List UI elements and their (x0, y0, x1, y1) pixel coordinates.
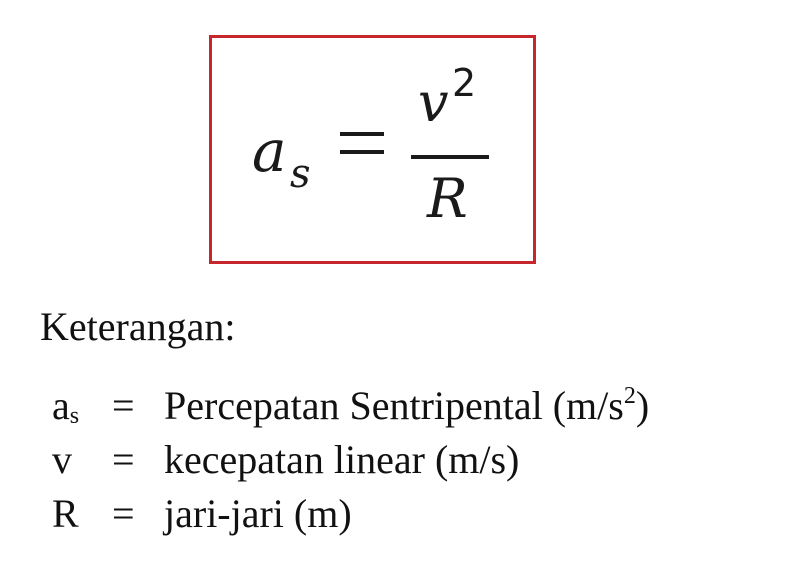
legend-symbol-base: v (52, 437, 72, 482)
legend-description-text: Percepatan Sentripental (m/s (164, 383, 624, 428)
legend-equals: = (112, 437, 135, 482)
legend-description: jari-jari (m) (164, 494, 352, 534)
legend-symbol-base: a (52, 383, 70, 428)
legend-description-superscript: 2 (623, 383, 636, 409)
formula-numerator: v (418, 71, 449, 134)
legend-description: kecepatan linear (m/s) (164, 440, 519, 480)
legend-list: as = Percepatan Sentripental (m/s2) v = … (48, 383, 778, 548)
formula-fraction-bar (411, 155, 489, 159)
legend-symbol: as (52, 383, 80, 429)
legend-symbol: R (52, 494, 79, 534)
formula-denominator: R (427, 167, 468, 230)
legend-description-text: kecepatan linear (m/s) (164, 437, 520, 482)
formula-lhs-symbol: a (252, 117, 287, 185)
formula-numerator-exponent: 2 (452, 61, 477, 105)
formula-lhs-subscript: s (290, 151, 311, 197)
legend-description: Percepatan Sentripental (m/s2) (164, 383, 650, 428)
legend-description-text: jari-jari (m) (164, 491, 352, 536)
legend-item-centripetal-acceleration: as = Percepatan Sentripental (m/s2) (48, 383, 778, 440)
legend-item-radius: R = jari-jari (m) (48, 494, 778, 548)
formula-equals-sign (340, 128, 384, 158)
legend-symbol: v (52, 440, 72, 480)
legend-symbol-subscript: s (69, 403, 80, 429)
legend-description-suffix: ) (635, 383, 650, 428)
legend-item-linear-velocity: v = kecepatan linear (m/s) (48, 440, 778, 494)
formula-box: a s v 2 R (209, 35, 536, 264)
legend-equals: = (112, 383, 135, 428)
legend-symbol-base: R (52, 491, 79, 536)
legend-equals: = (112, 491, 135, 536)
legend-title: Keterangan: (40, 304, 236, 349)
